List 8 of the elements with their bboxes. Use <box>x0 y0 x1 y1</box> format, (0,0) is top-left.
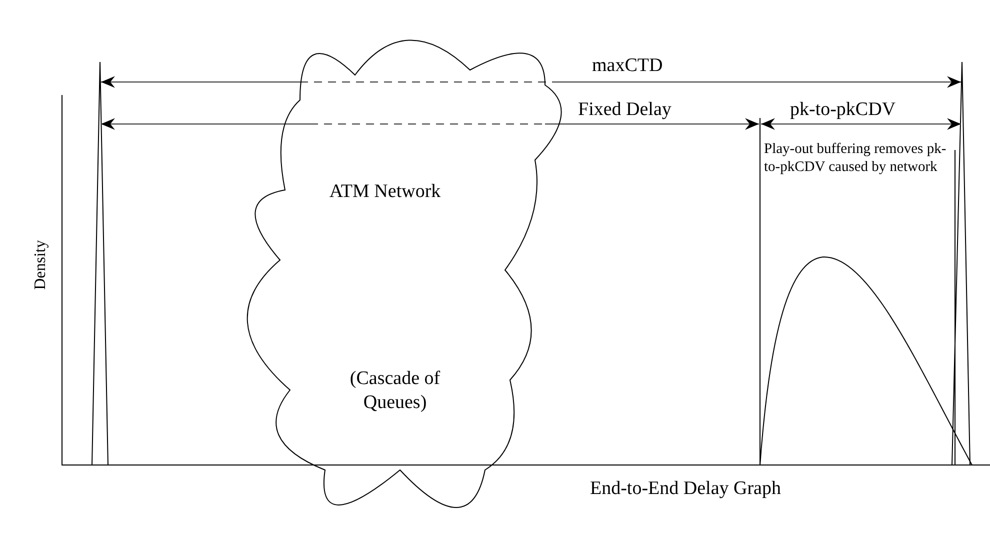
caption: End-to-End Delay Graph <box>590 478 781 500</box>
dimension-label: pk-to-pkCDV <box>790 99 896 121</box>
cloud-label: ATM Network <box>328 180 442 204</box>
dimension-label: Fixed Delay <box>578 99 672 121</box>
dimension-label: maxCTD <box>592 55 663 77</box>
cloud-label: (Cascade of Queues) <box>348 367 442 415</box>
note-text: Play-out buffering removes pk-to-pkCDV caused by network <box>764 140 948 176</box>
axis-label: Density <box>31 240 50 290</box>
